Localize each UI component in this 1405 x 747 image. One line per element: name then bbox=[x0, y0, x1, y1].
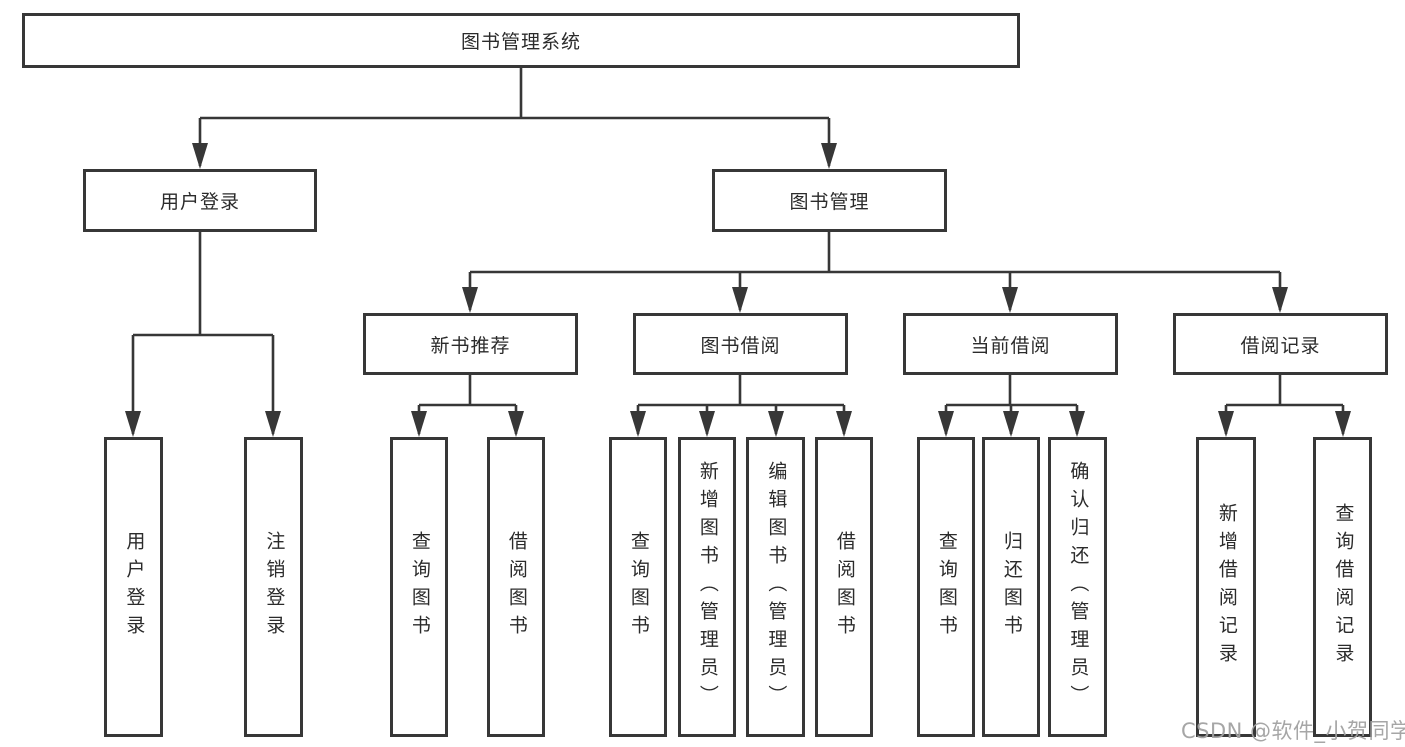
leaf-query-books-recommend-label: 查询图书 bbox=[408, 531, 431, 643]
node-book-management: 图书管理 bbox=[712, 169, 947, 232]
leaf-return-books-label: 归还图书 bbox=[1000, 531, 1023, 643]
edge-user-login-to-leaves bbox=[131, 232, 275, 434]
node-book-borrowing: 图书借阅 bbox=[633, 313, 848, 375]
node-user-login: 用户登录 bbox=[83, 169, 317, 232]
leaf-query-borrow-record-label: 查询借阅记录 bbox=[1332, 503, 1355, 671]
leaf-borrow-books-borrowing: 借阅图书 bbox=[815, 437, 873, 737]
arrowheads bbox=[125, 143, 1351, 437]
leaf-add-borrow-record-label: 新增借阅记录 bbox=[1215, 503, 1238, 671]
node-borrowing-records-label: 借阅记录 bbox=[1240, 334, 1321, 357]
leaf-confirm-return-admin-label: 确认归还（管理员） bbox=[1067, 461, 1090, 713]
node-new-book-recommendation: 新书推荐 bbox=[363, 313, 578, 375]
node-root-label: 图书管理系统 bbox=[460, 31, 581, 53]
edge-root-to-level1 bbox=[198, 68, 831, 166]
leaf-query-borrow-record: 查询借阅记录 bbox=[1313, 437, 1372, 737]
node-new-book-recommendation-label: 新书推荐 bbox=[430, 334, 511, 357]
edge-borrow-records-to-leaves bbox=[1224, 375, 1345, 434]
edge-book-borrow-to-leaves bbox=[636, 375, 846, 434]
leaf-edit-book-admin: 编辑图书（管理员） bbox=[746, 437, 805, 737]
leaf-add-book-admin-label: 新增图书（管理员） bbox=[696, 461, 719, 713]
leaf-logout: 注销登录 bbox=[244, 437, 303, 737]
leaf-borrow-books-recommend: 借阅图书 bbox=[487, 437, 545, 737]
edge-book-management-to-level2 bbox=[468, 232, 1282, 310]
leaf-logout-label: 注销登录 bbox=[263, 531, 286, 643]
leaf-borrow-books-borrowing-label: 借阅图书 bbox=[833, 531, 856, 643]
leaf-query-books-current-label: 查询图书 bbox=[935, 531, 958, 643]
leaf-user-login-label: 用户登录 bbox=[123, 531, 146, 643]
node-root: 图书管理系统 bbox=[22, 13, 1020, 68]
node-current-borrowing-label: 当前借阅 bbox=[970, 334, 1051, 357]
node-user-login-label: 用户登录 bbox=[159, 191, 240, 213]
leaf-borrow-books-recommend-label: 借阅图书 bbox=[505, 531, 528, 643]
edge-new-book-to-leaves bbox=[417, 375, 518, 434]
leaf-return-books: 归还图书 bbox=[982, 437, 1040, 737]
leaf-query-books-current: 查询图书 bbox=[917, 437, 975, 737]
leaf-confirm-return-admin: 确认归还（管理员） bbox=[1048, 437, 1107, 737]
node-current-borrowing: 当前借阅 bbox=[903, 313, 1118, 375]
leaf-add-borrow-record: 新增借阅记录 bbox=[1196, 437, 1256, 737]
csdn-watermark: CSDN @软件_小贺同学 bbox=[1181, 719, 1405, 743]
leaf-edit-book-admin-label: 编辑图书（管理员） bbox=[765, 461, 788, 713]
node-book-borrowing-label: 图书借阅 bbox=[700, 334, 781, 357]
node-borrowing-records: 借阅记录 bbox=[1173, 313, 1388, 375]
leaf-add-book-admin: 新增图书（管理员） bbox=[678, 437, 736, 737]
leaf-user-login: 用户登录 bbox=[104, 437, 163, 737]
node-book-management-label: 图书管理 bbox=[789, 191, 870, 213]
leaf-query-books-borrowing: 查询图书 bbox=[609, 437, 667, 737]
leaf-query-books-borrowing-label: 查询图书 bbox=[627, 531, 650, 643]
leaf-query-books-recommend: 查询图书 bbox=[390, 437, 448, 737]
